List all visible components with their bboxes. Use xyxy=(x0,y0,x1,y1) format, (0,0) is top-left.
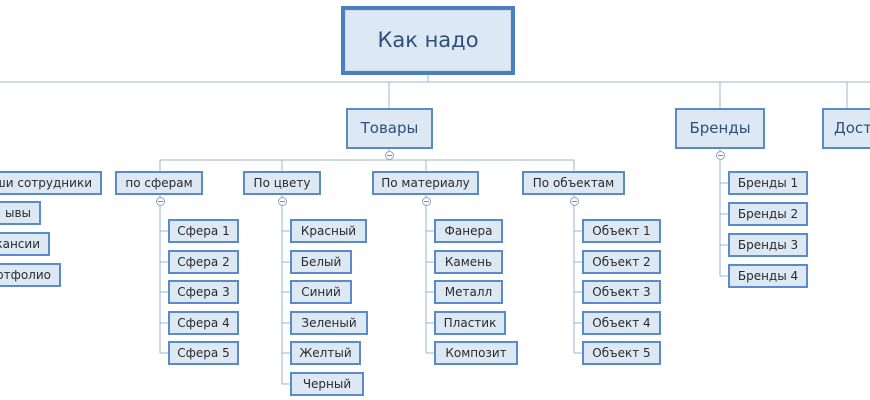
node-dost-label: Дост xyxy=(834,119,870,137)
node-dost[interactable]: Дост xyxy=(822,108,870,149)
node-brand-3-label: Бренды 3 xyxy=(737,238,799,252)
root-node[interactable]: Как надо xyxy=(341,6,515,75)
node-sphere-3[interactable]: Сфера 3 xyxy=(168,280,239,304)
node-object-4[interactable]: Объект 4 xyxy=(582,311,661,335)
node-object-4-label: Объект 4 xyxy=(592,316,651,330)
node-left-item-0[interactable]: ши сотрудники xyxy=(0,171,102,195)
node-sphere-2-label: Сфера 2 xyxy=(177,255,230,269)
node-sphere-1-label: Сфера 1 xyxy=(177,224,230,238)
node-color-6-label: Черный xyxy=(302,377,352,391)
node-color-6[interactable]: Черный xyxy=(290,372,364,396)
node-object-1[interactable]: Объект 1 xyxy=(582,219,661,243)
node-brendy-label: Бренды xyxy=(689,119,751,137)
node-object-5[interactable]: Объект 5 xyxy=(582,341,661,365)
node-color-5[interactable]: Желтый xyxy=(290,341,361,365)
node-left-item-1-label: ывы xyxy=(4,206,31,220)
node-category-materials[interactable]: По материалу xyxy=(372,171,479,195)
node-brand-2-label: Бренды 2 xyxy=(737,207,799,221)
node-category-objects-label: По объектам xyxy=(532,176,615,190)
node-left-item-2-label: кансии xyxy=(0,237,40,251)
node-sphere-5[interactable]: Сфера 5 xyxy=(168,341,239,365)
node-brand-4-label: Бренды 4 xyxy=(737,269,799,283)
collapse-toggle-spheres[interactable] xyxy=(156,197,165,206)
node-left-item-2[interactable]: кансии xyxy=(0,232,50,256)
node-object-1-label: Объект 1 xyxy=(592,224,651,238)
node-brand-4[interactable]: Бренды 4 xyxy=(728,264,808,288)
node-color-1-label: Красный xyxy=(300,224,357,238)
node-material-1-label: Фанера xyxy=(444,224,493,238)
node-left-item-3-label: ортфолио xyxy=(0,268,51,282)
collapse-toggle-objects[interactable] xyxy=(570,197,579,206)
node-material-5-label: Композит xyxy=(445,346,507,360)
node-material-4-label: Пластик xyxy=(443,316,497,330)
node-material-3-label: Металл xyxy=(444,285,493,299)
node-sphere-4-label: Сфера 4 xyxy=(177,316,230,330)
node-brand-2[interactable]: Бренды 2 xyxy=(728,202,808,226)
node-tovary[interactable]: Товары xyxy=(346,108,433,149)
node-brand-1[interactable]: Бренды 1 xyxy=(728,171,808,195)
node-color-1[interactable]: Красный xyxy=(290,219,367,243)
node-left-item-3[interactable]: ортфолио xyxy=(0,263,61,287)
node-color-2-label: Белый xyxy=(300,255,342,269)
node-left-item-0-label: ши сотрудники xyxy=(0,176,92,190)
node-material-2-label: Камень xyxy=(444,255,493,269)
node-brand-1-label: Бренды 1 xyxy=(737,176,799,190)
collapse-toggle-brendy[interactable] xyxy=(716,151,725,160)
node-object-3-label: Объект 3 xyxy=(592,285,651,299)
node-material-3[interactable]: Металл xyxy=(434,280,503,304)
node-color-2[interactable]: Белый xyxy=(290,250,352,274)
node-color-4[interactable]: Зеленый xyxy=(290,311,368,335)
node-material-5[interactable]: Композит xyxy=(434,341,518,365)
root-node-label: Как надо xyxy=(377,28,479,52)
node-color-3[interactable]: Синий xyxy=(290,280,352,304)
node-object-2-label: Объект 2 xyxy=(592,255,651,269)
node-object-3[interactable]: Объект 3 xyxy=(582,280,661,304)
node-material-4[interactable]: Пластик xyxy=(434,311,506,335)
node-brendy[interactable]: Бренды xyxy=(675,108,765,149)
collapse-toggle-colors[interactable] xyxy=(278,197,287,206)
node-object-5-label: Объект 5 xyxy=(592,346,651,360)
node-left-item-1[interactable]: ывы xyxy=(0,201,41,225)
node-category-colors-label: По цвету xyxy=(253,176,311,190)
collapse-toggle-materials[interactable] xyxy=(422,197,431,206)
node-category-spheres[interactable]: по сферам xyxy=(115,171,203,195)
node-sphere-1[interactable]: Сфера 1 xyxy=(168,219,239,243)
node-brand-3[interactable]: Бренды 3 xyxy=(728,233,808,257)
node-material-1[interactable]: Фанера xyxy=(434,219,503,243)
node-category-colors[interactable]: По цвету xyxy=(243,171,321,195)
node-category-objects[interactable]: По объектам xyxy=(522,171,625,195)
node-object-2[interactable]: Объект 2 xyxy=(582,250,661,274)
node-material-2[interactable]: Камень xyxy=(434,250,503,274)
node-sphere-5-label: Сфера 5 xyxy=(177,346,230,360)
collapse-toggle-tovary[interactable] xyxy=(385,151,394,160)
node-color-3-label: Синий xyxy=(301,285,341,299)
node-sphere-2[interactable]: Сфера 2 xyxy=(168,250,239,274)
node-color-4-label: Зеленый xyxy=(301,316,357,330)
node-category-spheres-label: по сферам xyxy=(125,176,193,190)
node-tovary-label: Товары xyxy=(360,119,419,137)
node-category-materials-label: По материалу xyxy=(381,176,470,190)
node-color-5-label: Желтый xyxy=(299,346,352,360)
node-sphere-4[interactable]: Сфера 4 xyxy=(168,311,239,335)
node-sphere-3-label: Сфера 3 xyxy=(177,285,230,299)
